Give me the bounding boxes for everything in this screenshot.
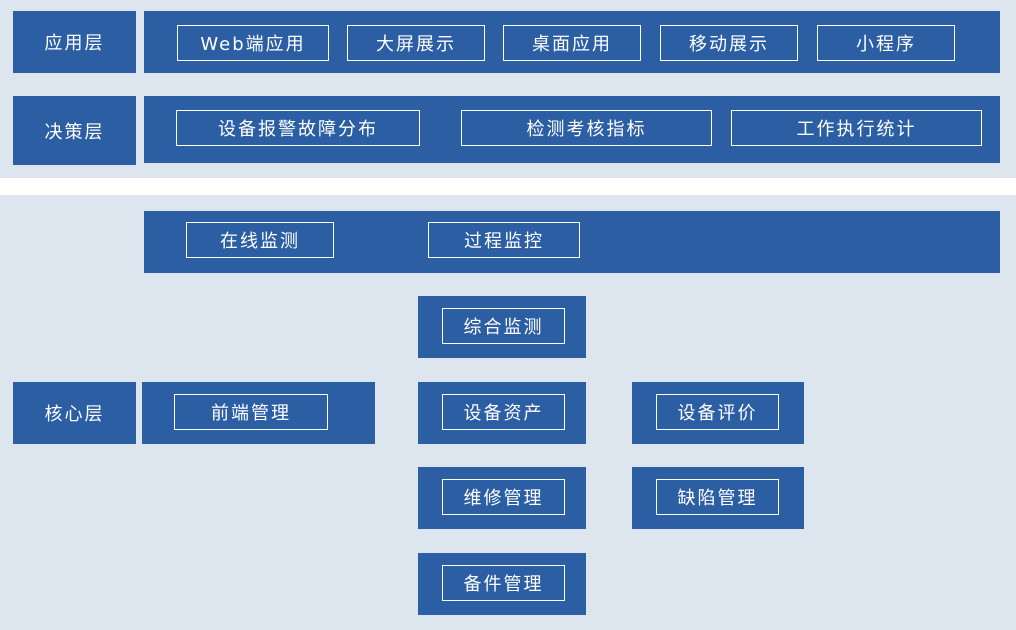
decision-item-work-statistics[interactable]: 工作执行统计	[731, 110, 982, 146]
core-item-online-monitoring[interactable]: 在线监测	[186, 222, 334, 258]
app-item-mini-program[interactable]: 小程序	[817, 25, 955, 61]
spare-parts-block: 备件管理	[418, 553, 586, 615]
app-item-web[interactable]: Web端应用	[177, 25, 329, 61]
core-item-equipment-assets[interactable]: 设备资产	[442, 394, 565, 430]
defect-management-block: 缺陷管理	[632, 467, 804, 529]
equipment-evaluation-block: 设备评价	[632, 382, 804, 444]
comprehensive-monitoring-block: 综合监测	[418, 296, 586, 358]
app-item-desktop[interactable]: 桌面应用	[503, 25, 641, 61]
equipment-assets-block: 设备资产	[418, 382, 586, 444]
core-item-defect-management[interactable]: 缺陷管理	[656, 479, 779, 515]
app-layer-bar: Web端应用 大屏展示 桌面应用 移动展示 小程序	[144, 11, 1000, 73]
core-layer-label: 核心层	[13, 382, 136, 444]
core-item-process-monitoring[interactable]: 过程监控	[428, 222, 580, 258]
app-item-big-screen[interactable]: 大屏展示	[347, 25, 485, 61]
app-layer-label: 应用层	[13, 11, 136, 73]
core-item-front-end-management[interactable]: 前端管理	[174, 394, 328, 430]
decision-layer-bar: 设备报警故障分布 检测考核指标 工作执行统计	[144, 96, 1000, 163]
decision-item-inspection-kpi[interactable]: 检测考核指标	[461, 110, 712, 146]
monitoring-bar: 在线监测 过程监控	[144, 211, 1000, 273]
core-item-equipment-evaluation[interactable]: 设备评价	[656, 394, 779, 430]
maintenance-management-block: 维修管理	[418, 467, 586, 529]
decision-layer-label: 决策层	[13, 96, 136, 165]
core-item-comprehensive-monitoring[interactable]: 综合监测	[442, 308, 565, 344]
front-end-block: 前端管理	[142, 382, 375, 444]
core-item-spare-parts-management[interactable]: 备件管理	[442, 565, 565, 601]
core-item-maintenance-management[interactable]: 维修管理	[442, 479, 565, 515]
decision-item-alarm-distribution[interactable]: 设备报警故障分布	[176, 110, 420, 146]
app-item-mobile[interactable]: 移动展示	[660, 25, 798, 61]
